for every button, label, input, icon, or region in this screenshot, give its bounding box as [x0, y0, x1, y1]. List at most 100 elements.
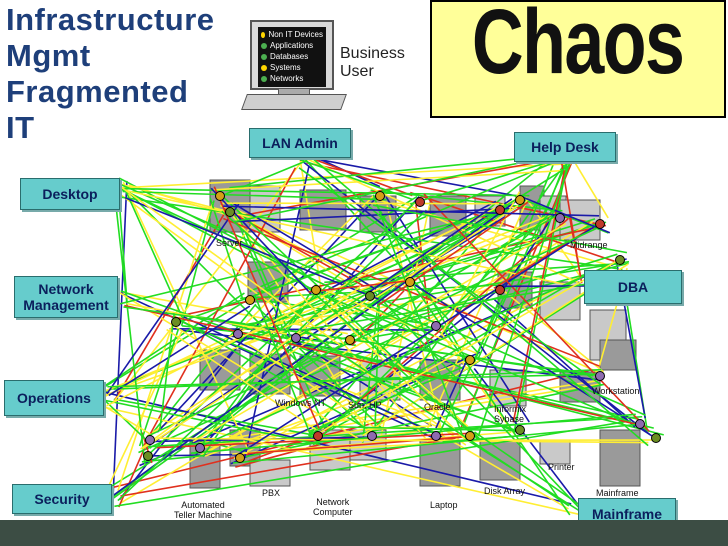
- connection-line: [308, 275, 584, 437]
- connection-node: [415, 197, 425, 207]
- screen-item: Non IT Devices: [261, 29, 323, 40]
- connection-node: [215, 191, 225, 201]
- connection-node: [465, 355, 475, 365]
- connection-node: [365, 291, 375, 301]
- connection-line: [106, 203, 505, 407]
- keyboard-icon: [241, 94, 347, 110]
- device-label-network-computer: Network Computer: [313, 497, 353, 517]
- connection-line: [306, 153, 649, 447]
- connection-line: [439, 191, 521, 336]
- device-label-workstation: Workstation: [592, 386, 640, 396]
- device-label-pbx: PBX: [262, 488, 281, 498]
- connection-node: [595, 371, 605, 381]
- connection-line: [112, 208, 228, 403]
- connection-line: [234, 226, 595, 458]
- connection-line: [423, 193, 650, 432]
- device-label-oracle: Oracle: [424, 402, 451, 412]
- connection-line: [108, 305, 251, 397]
- connection-line: [313, 288, 469, 427]
- device-label-informix-sybase: Informix Sybase: [494, 404, 527, 424]
- screen-item: Systems: [261, 62, 323, 73]
- connection-line: [254, 294, 313, 439]
- connection-line: [308, 279, 417, 293]
- connection-line: [209, 197, 244, 301]
- connection-line: [192, 222, 567, 443]
- role-desktop: Desktop: [20, 178, 120, 210]
- connection-line: [113, 368, 602, 390]
- title-line: Fragmented: [6, 74, 189, 109]
- connection-line: [120, 290, 515, 431]
- device-silhouette: [419, 439, 461, 487]
- connection-line: [117, 193, 128, 305]
- connection-node: [145, 435, 155, 445]
- connection-line: [111, 180, 128, 505]
- connection-node: [375, 191, 385, 201]
- connection-line: [114, 185, 435, 337]
- connection-line: [166, 328, 317, 431]
- connection-line: [112, 187, 530, 197]
- connection-line: [229, 205, 603, 375]
- connection-line: [223, 217, 600, 367]
- connection-node: [555, 213, 565, 223]
- device-label-server: Server: [216, 238, 243, 248]
- business-user-label: Business User: [340, 45, 405, 80]
- connection-line: [243, 165, 310, 459]
- connection-line: [146, 200, 417, 457]
- connection-line: [474, 431, 580, 506]
- connection-line: [318, 200, 497, 295]
- connection-line: [247, 435, 468, 455]
- connection-line: [124, 304, 638, 426]
- device-silhouette: [599, 429, 641, 487]
- connection-node: [515, 195, 525, 205]
- connection-node: [233, 329, 243, 339]
- business-user-monitor-icon: Non IT Devices Applications Databases Sy…: [250, 20, 334, 90]
- slide-title: Infrastructure Mgmt Fragmented IT: [6, 2, 246, 146]
- connection-line: [107, 373, 605, 388]
- connection-line: [409, 155, 569, 205]
- connection-line: [121, 188, 575, 288]
- connection-line: [306, 156, 519, 198]
- connection-line: [315, 291, 649, 431]
- connection-line: [300, 158, 413, 201]
- connection-line: [114, 289, 364, 443]
- connection-line: [96, 397, 321, 446]
- connection-line: [223, 205, 600, 217]
- connection-node: [495, 285, 505, 295]
- connection-line: [300, 282, 593, 332]
- device-label-disk-array: Disk Array: [484, 486, 526, 496]
- connection-line: [472, 156, 558, 365]
- connection-node: [313, 431, 323, 441]
- role-dba: DBA: [584, 270, 682, 304]
- connection-line: [213, 186, 320, 429]
- connection-node: [367, 431, 377, 441]
- device-label-atm: Automated Teller Machine: [174, 500, 233, 520]
- connection-node: [171, 317, 181, 327]
- connection-line: [318, 256, 625, 434]
- connection-node: [515, 425, 525, 435]
- connection-line: [285, 164, 571, 345]
- connection-line: [110, 186, 467, 446]
- connection-node: [291, 333, 301, 343]
- connection-line: [138, 319, 434, 454]
- connection-line: [477, 157, 573, 437]
- connection-line: [435, 361, 467, 429]
- device-label-midrange: Midrange: [570, 240, 608, 250]
- connection-node: [465, 431, 475, 441]
- role-lan-admin: LAN Admin: [249, 128, 351, 158]
- connection-line: [190, 413, 636, 455]
- connection-line: [119, 208, 512, 305]
- connection-line: [95, 404, 584, 517]
- connection-line: [377, 201, 529, 306]
- connection-node: [143, 451, 153, 461]
- connection-line: [229, 206, 376, 445]
- connection-line: [244, 215, 560, 345]
- role-help-desk: Help Desk: [514, 132, 616, 162]
- connection-node: [651, 433, 661, 443]
- connection-line: [425, 199, 529, 432]
- connection-line: [156, 194, 380, 433]
- title-line: Mgmt: [6, 38, 91, 73]
- connection-nodes: [143, 191, 661, 463]
- connection-line: [107, 368, 592, 490]
